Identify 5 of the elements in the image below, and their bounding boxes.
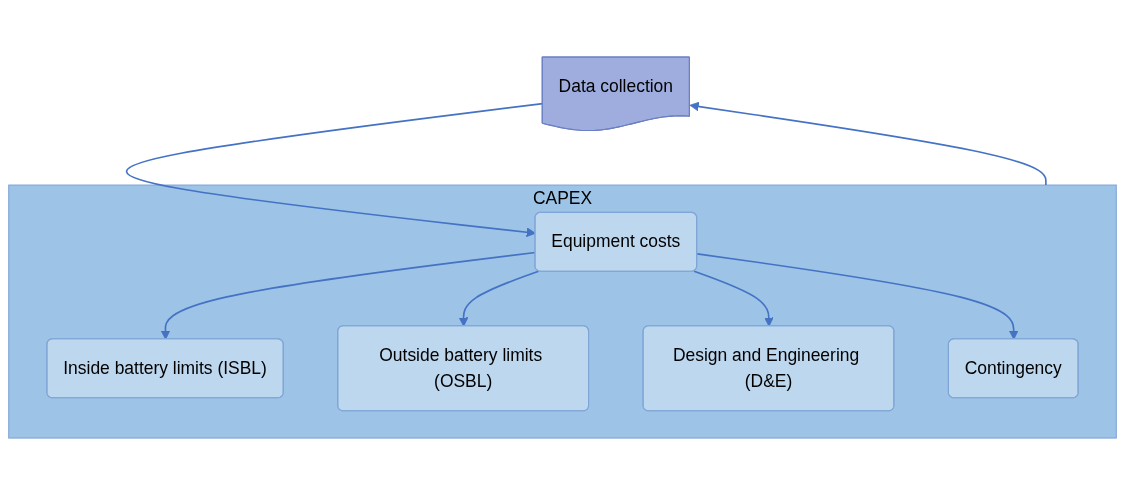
arrow xyxy=(696,253,1019,340)
arrow xyxy=(125,102,544,238)
arrow xyxy=(689,101,1047,186)
arrow xyxy=(458,270,540,327)
arrow xyxy=(693,270,774,327)
